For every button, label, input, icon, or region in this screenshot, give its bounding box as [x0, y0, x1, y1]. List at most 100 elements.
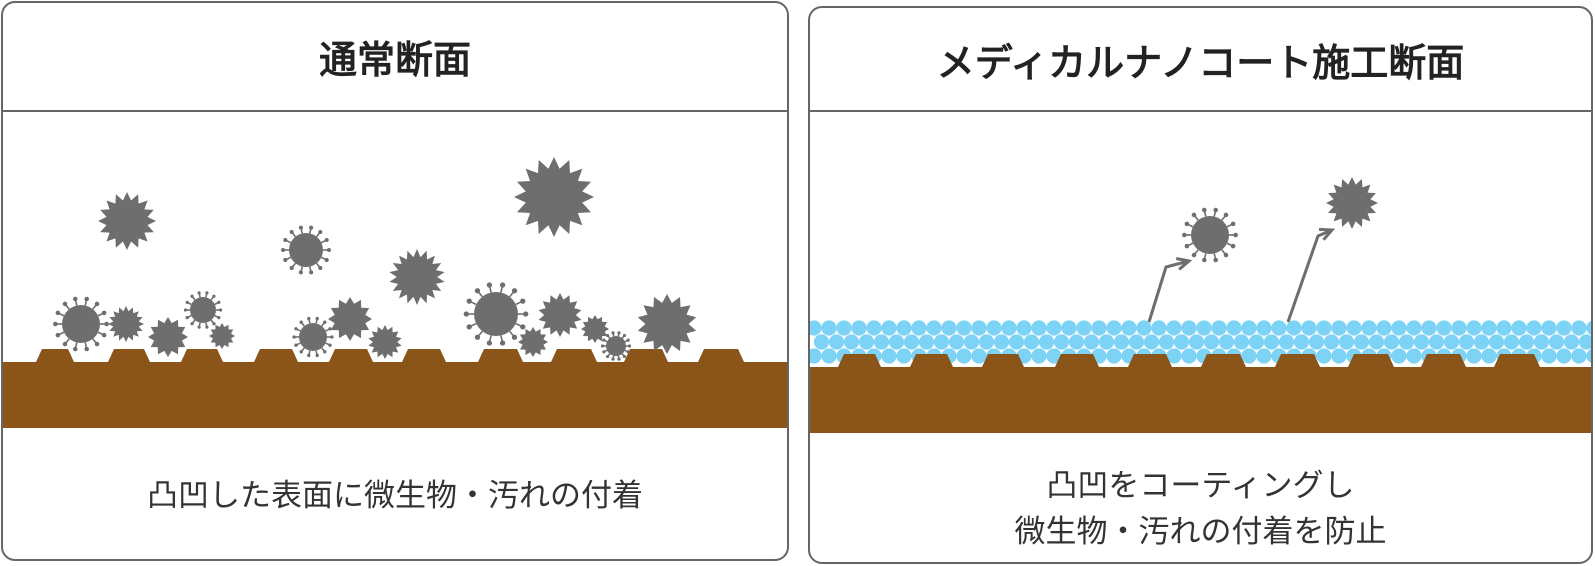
coating-bead-icon	[1271, 320, 1287, 336]
coating-bead-icon	[1098, 334, 1115, 350]
surface-bump	[1128, 354, 1172, 367]
coating-bead-icon	[1106, 320, 1122, 336]
coating-bead-icon	[1256, 348, 1272, 364]
coating-bead-icon	[1406, 348, 1422, 364]
coating-bead-icon	[888, 334, 905, 350]
coating-bead-icon	[1233, 334, 1250, 350]
coating-bead-icon	[1301, 320, 1317, 336]
coating-bead-icon	[1406, 320, 1422, 336]
coating-bead-icon	[1218, 334, 1235, 350]
coating-bead-icon	[1263, 334, 1280, 350]
coating-bead-icon	[1436, 320, 1452, 336]
coating-bead-icon	[1481, 320, 1497, 336]
coating-bead-icon	[810, 320, 822, 336]
coated-caption-line-1: 凸凹をコーティングし	[1046, 468, 1355, 504]
surface-bump	[1275, 354, 1320, 367]
spiky-microbe-icon	[98, 192, 156, 250]
coating-bead-icon	[1571, 348, 1587, 364]
coating-bead-icon	[1451, 320, 1467, 336]
coating-bead-icon	[1556, 348, 1572, 364]
coating-bead-icon	[866, 320, 882, 336]
coated-section-title: メディカルナノコート施工断面	[810, 8, 1591, 112]
coating-bead-icon	[1091, 320, 1107, 336]
coating-bead-icon	[836, 320, 852, 336]
coating-bead-icon	[1001, 320, 1017, 336]
virus-microbe-icon	[281, 225, 331, 275]
coating-bead-icon	[1346, 320, 1362, 336]
coating-bead-icon	[1488, 334, 1505, 350]
coating-bead-icon	[1113, 334, 1130, 350]
virus-microbe-icon	[53, 296, 109, 352]
coating-bead-icon	[1106, 348, 1122, 364]
coating-bead-icon	[1278, 334, 1295, 350]
coating-bead-icon	[1323, 334, 1340, 350]
coating-bead-icon	[1413, 334, 1430, 350]
coating-bead-icon	[1368, 334, 1385, 350]
coating-bead-icon	[993, 334, 1010, 350]
coating-bead-icon	[873, 334, 890, 350]
spiky-microbe-icon	[1326, 177, 1378, 229]
coating-bead-icon	[903, 334, 920, 350]
surface-bump	[1421, 354, 1466, 367]
coating-bead-icon	[1586, 321, 1591, 335]
coating-bead-icon	[1203, 334, 1220, 350]
coating-bead-icon	[1241, 348, 1257, 364]
coating-bead-icon	[1256, 320, 1272, 336]
coating-bead-icon	[1563, 334, 1580, 350]
coating-bead-icon	[941, 320, 957, 336]
coating-bead-icon	[1533, 334, 1550, 350]
coating-bead-icon	[1316, 348, 1332, 364]
nano-coating-layer	[810, 320, 1591, 364]
surface-bump	[1201, 354, 1246, 367]
coating-bead-icon	[1173, 334, 1190, 350]
surface-bump	[478, 349, 523, 362]
spiky-microbe-icon	[209, 323, 235, 349]
coating-bead-icon	[1541, 348, 1557, 364]
coating-bead-icon	[843, 334, 860, 350]
coating-bead-icon	[828, 334, 845, 350]
surface-bump	[329, 349, 373, 362]
coating-bead-icon	[1031, 320, 1047, 336]
coating-bead-icon	[918, 334, 935, 350]
coating-bead-icon	[1128, 334, 1145, 350]
coating-bead-icon	[1068, 334, 1085, 350]
coating-bead-icon	[1083, 334, 1100, 350]
coating-bead-icon	[810, 348, 822, 364]
coating-bead-icon	[1181, 348, 1197, 364]
coating-bead-icon	[1466, 320, 1482, 336]
coating-bead-icon	[986, 320, 1002, 336]
coating-bead-icon	[1398, 334, 1415, 350]
virus-microbe-icon	[600, 331, 632, 361]
coating-bead-icon	[1166, 348, 1182, 364]
surface-bump	[838, 354, 881, 367]
normal-section-panel: 通常断面 凸凹した表面に微生物・汚れの付着	[1, 1, 789, 561]
coating-bead-icon	[1076, 320, 1092, 336]
coating-bead-icon	[1158, 334, 1175, 350]
coating-bead-icon	[911, 320, 927, 336]
spiky-microbe-icon	[328, 297, 372, 341]
virus-microbe-icon	[292, 316, 334, 358]
coated-section-caption: 凸凹をコーティングし 微生物・汚れの付着を防止	[810, 463, 1591, 555]
coating-bead-icon	[956, 320, 972, 336]
normal-caption-line: 凸凹した表面に微生物・汚れの付着	[147, 478, 643, 514]
coating-bead-icon	[1308, 334, 1325, 350]
coating-bead-icon	[1586, 349, 1591, 363]
coating-bead-icon	[1503, 334, 1520, 350]
spiky-microbe-icon	[637, 294, 697, 354]
coating-bead-icon	[1031, 348, 1047, 364]
ground-base	[3, 362, 787, 428]
coating-bead-icon	[1316, 320, 1332, 336]
coating-bead-icon	[978, 334, 995, 350]
coating-bead-icon	[1578, 334, 1591, 350]
coated-section-panel: メディカルナノコート施工断面 凸凹をコーティングし 微生物・汚れの付着を防止	[808, 6, 1593, 564]
surface-bump	[1348, 354, 1394, 367]
spiky-microbe-icon	[389, 249, 445, 305]
virus-microbe-icon	[183, 291, 223, 329]
coated-section-illustration	[810, 177, 1591, 433]
coating-bead-icon	[1428, 334, 1445, 350]
coating-bead-icon	[1151, 320, 1167, 336]
coating-bead-icon	[1376, 320, 1392, 336]
coating-bead-icon	[1016, 320, 1032, 336]
coating-bead-icon	[896, 348, 912, 364]
coating-bead-icon	[1496, 320, 1512, 336]
